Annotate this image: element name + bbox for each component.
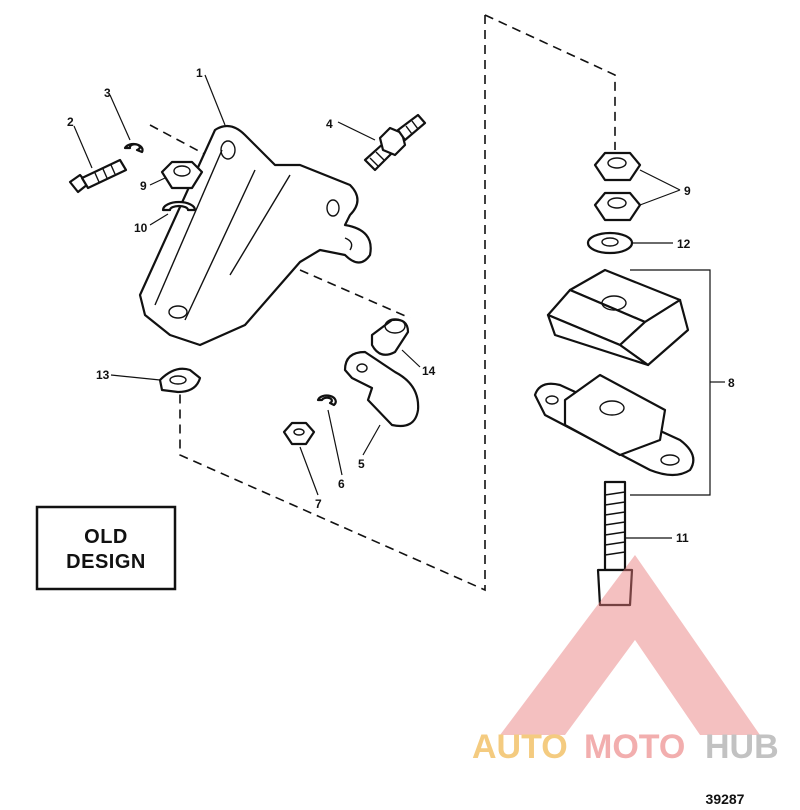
- flat-washer-12: [586, 231, 634, 255]
- bolt-part: [68, 158, 128, 194]
- callout-10: 10: [134, 221, 148, 235]
- nut-9-upper: [593, 151, 642, 182]
- nut-9-left: [160, 160, 204, 190]
- watermark-logo: AUTO MOTO HUB: [472, 555, 779, 766]
- mount-lower-base: [533, 373, 695, 477]
- callout-12: 12: [677, 237, 691, 251]
- callout-9-left: 9: [140, 179, 147, 193]
- callout-6: 6: [338, 477, 345, 491]
- nut-7: [282, 421, 316, 446]
- callout-3: 3: [104, 86, 111, 100]
- callout-13: 13: [96, 368, 110, 382]
- stud-bolt-11: [596, 480, 634, 607]
- callout-7: 7: [315, 497, 322, 511]
- watermark-triangle-icon: [500, 555, 760, 735]
- lock-washer-6: [316, 394, 337, 407]
- callout-2: 2: [67, 115, 74, 129]
- watermark-text-hub: HUB: [705, 728, 779, 766]
- callout-8: 8: [728, 376, 735, 390]
- watermark-text-moto: MOTO: [584, 728, 685, 766]
- nut-9-lower: [593, 191, 642, 222]
- callout-5: 5: [358, 457, 365, 471]
- lock-washer-3: [123, 142, 144, 154]
- old-design-box: OLD DESIGN: [35, 505, 177, 591]
- callout-labels: 1 2 3 4 5 6 7 8 9 9 10 11 12 13 14: [67, 66, 735, 545]
- mount-upper-pad: [546, 268, 690, 367]
- tab-washer-13: [158, 367, 202, 394]
- spacer-14: [370, 318, 410, 356]
- callout-11: 11: [676, 531, 689, 545]
- callout-9-right: 9: [684, 184, 691, 198]
- bracket-part: [138, 124, 372, 347]
- lock-washer-10: [161, 200, 197, 212]
- figure-reference-number: 39287: [706, 791, 745, 807]
- clamp-5: [343, 350, 420, 428]
- callout-4: 4: [326, 117, 333, 131]
- watermark-text-auto: AUTO: [472, 728, 568, 766]
- old-design-line1: OLD: [84, 526, 128, 548]
- stud-part: [363, 113, 427, 172]
- callout-leaders: [73, 74, 725, 539]
- callout-14: 14: [422, 364, 436, 378]
- old-design-line2: DESIGN: [66, 551, 146, 573]
- callout-1: 1: [196, 66, 203, 80]
